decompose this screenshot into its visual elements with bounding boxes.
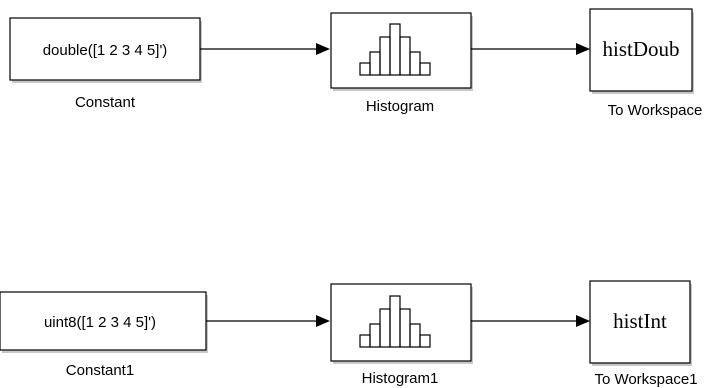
arrowhead-icon (576, 315, 590, 327)
constant-value-label: uint8([1 2 3 4 5]') (44, 314, 156, 331)
row-1: double([1 2 3 4 5]') Constant Histogram (9, 8, 703, 119)
to-workspace-caption: To Workspace (608, 102, 703, 119)
signal-line[interactable] (206, 315, 330, 327)
signal-line[interactable] (200, 43, 330, 55)
arrowhead-icon (576, 43, 590, 55)
row-2: uint8([1 2 3 4 5]') Constant1 Histogram1 (0, 280, 698, 388)
histogram-caption: Histogram1 (362, 370, 439, 387)
constant-block[interactable]: double([1 2 3 4 5]') (9, 17, 202, 83)
arrowhead-icon (316, 43, 330, 55)
histogram-block[interactable] (330, 12, 473, 91)
variable-name-label: histDoub (602, 37, 679, 61)
arrowhead-icon (316, 315, 330, 327)
histogram-icon (359, 23, 431, 76)
to-workspace-block-body[interactable] (589, 280, 691, 364)
constant-caption: Constant (75, 94, 136, 111)
signal-line[interactable] (471, 43, 590, 55)
histogram-block[interactable] (330, 283, 473, 364)
histogram-block-body[interactable] (330, 283, 472, 362)
signal-line[interactable] (471, 315, 590, 327)
histogram-caption: Histogram (366, 98, 434, 115)
variable-name-label: histInt (613, 309, 667, 333)
to-workspace-caption: To Workspace1 (594, 371, 697, 388)
constant-caption: Constant1 (66, 362, 134, 379)
to-workspace-block-body[interactable] (589, 8, 693, 92)
constant-block-body[interactable] (0, 291, 207, 351)
constant-block-body[interactable] (9, 17, 201, 81)
histogram-block-body[interactable] (330, 12, 472, 89)
constant-block[interactable]: uint8([1 2 3 4 5]') (0, 291, 208, 353)
constant-value-label: double([1 2 3 4 5]') (43, 42, 168, 59)
histogram-icon (359, 295, 431, 348)
to-workspace-block[interactable]: histDoub (589, 8, 694, 94)
to-workspace-block[interactable]: histInt (589, 280, 692, 366)
